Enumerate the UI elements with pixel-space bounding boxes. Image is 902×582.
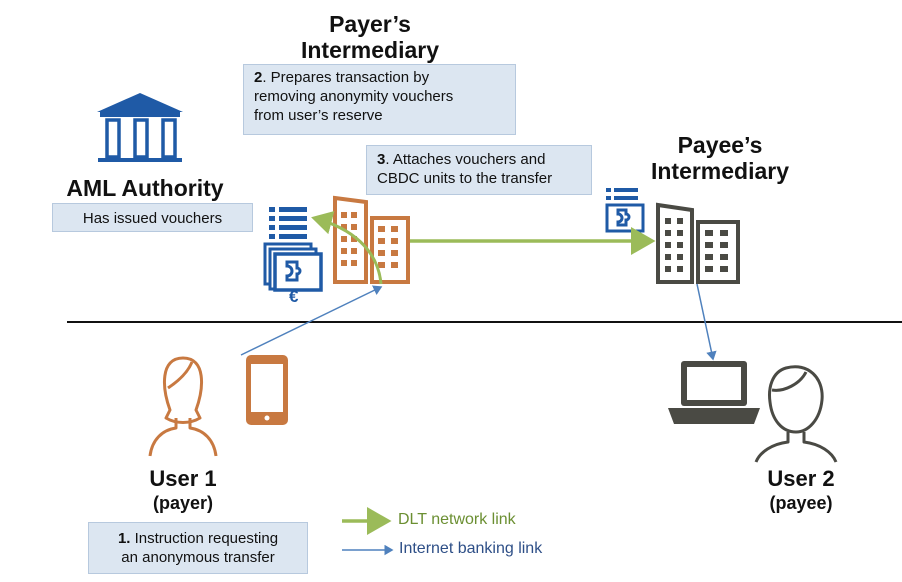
payee-cbdc-icon (605, 203, 645, 233)
aml-authority-title: AML Authority (66, 175, 224, 201)
step1-number: 1. (117, 530, 131, 547)
step3-line1: . Attaches vouchers and (385, 151, 546, 168)
payee-intermediary-title: Payee’s Intermediary (620, 132, 820, 184)
step3-line2: CBDC units to the transfer (377, 170, 553, 187)
payer-title-line2: Intermediary (300, 37, 440, 63)
user2-title: User 2 (767, 466, 835, 491)
user1-avatar-icon (148, 356, 218, 457)
user2-banking-link (696, 283, 717, 361)
bank-icon (97, 93, 183, 162)
step2-box: 2. Prepares transaction by removing anon… (243, 64, 516, 135)
payee-building-icon (656, 202, 740, 284)
step3-number: 3 (377, 151, 386, 168)
step1-line1: Instruction requesting (130, 530, 279, 547)
payee-title-line1: Payee’s (677, 132, 763, 158)
step2-number: 2 (254, 69, 263, 86)
step2-line2: removing anonymity vouchers (254, 88, 454, 105)
user1-title: User 1 (149, 466, 217, 491)
step1-line2: an anonymous transfer (121, 549, 275, 566)
user2-role: (payee) (769, 493, 833, 513)
aml-note-text: Has issued vouchers (82, 210, 223, 227)
step3-box: 3. Attaches vouchers and CBDC units to t… (366, 145, 592, 195)
payer-title-line1: Payer’s (329, 11, 411, 37)
step2-line3: from user’s reserve (254, 107, 383, 124)
phone-icon (246, 355, 288, 425)
legend-internet-label: Internet banking link (399, 540, 543, 557)
laptop-icon (668, 361, 760, 424)
step2-line1: . Prepares transaction by (262, 69, 430, 86)
voucher-removal-arrow (311, 210, 383, 285)
euro-symbol: € (289, 287, 299, 306)
payee-title-line2: Intermediary (650, 158, 790, 184)
payee-voucher-list-icon (606, 188, 638, 200)
aml-note-box: Has issued vouchers (52, 203, 253, 232)
cbdc-units-icon (263, 242, 323, 292)
voucher-list-icon (269, 207, 307, 239)
payer-building-icon (333, 195, 410, 284)
user1-role: (payer) (152, 493, 214, 513)
legend-dlt-label: DLT network link (398, 511, 516, 528)
payer-intermediary-title: Payer’s Intermediary (270, 11, 470, 63)
user1-banking-link (240, 285, 383, 356)
step1-box: 1. Instruction requesting an anonymous t… (88, 522, 308, 574)
user2-avatar-icon (754, 365, 838, 463)
